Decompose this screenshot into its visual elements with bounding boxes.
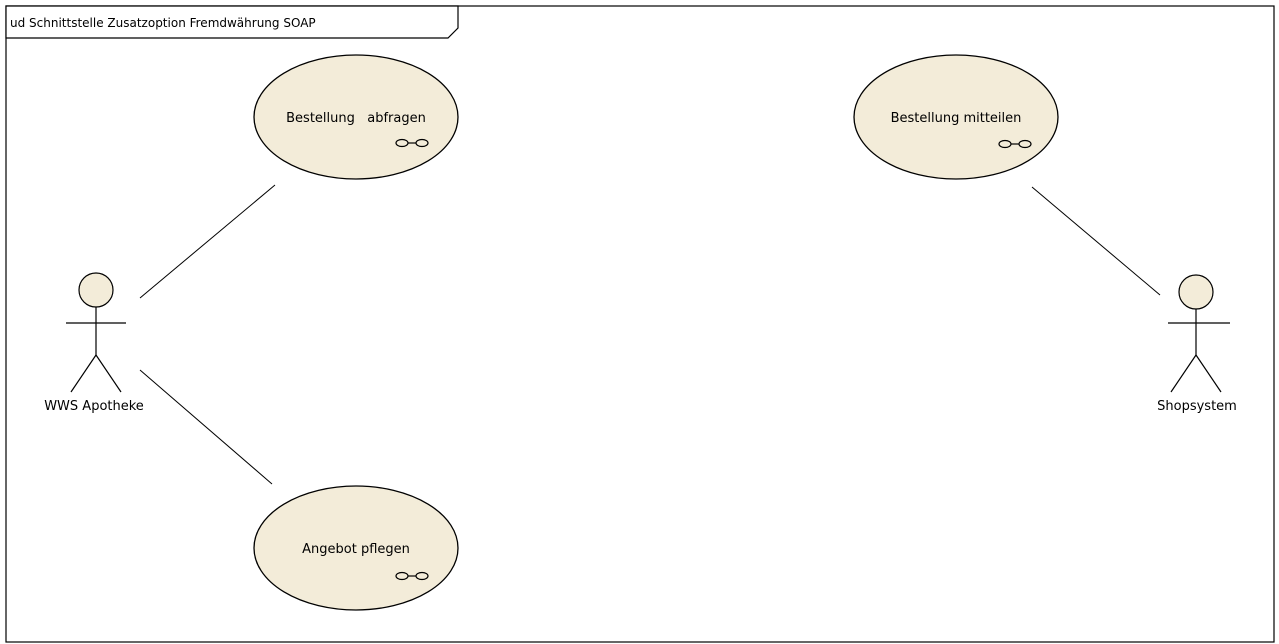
frame-title: ud Schnittstelle Zusatzoption Fremdwähru…: [10, 16, 316, 30]
use-case-bestellung-mitteilen[interactable]: Bestellung mitteilen: [853, 54, 1059, 180]
use-case-bestellung-abfragen[interactable]: Bestellung abfragen: [253, 54, 459, 180]
association-wws-abfragen: [139, 184, 276, 299]
link-icon: [998, 139, 1032, 149]
actor-figure-icon: [66, 272, 126, 393]
use-case-angebot-pflegen[interactable]: Angebot pflegen: [253, 485, 459, 611]
frame-title-tab: [5, 5, 459, 39]
link-icon: [395, 138, 429, 148]
actor-wws-apotheke[interactable]: WWS Apotheke: [44, 272, 144, 414]
actor-shopsystem[interactable]: Shopsystem: [1157, 274, 1237, 414]
use-case-label: Bestellung mitteilen: [891, 111, 1022, 126]
actor-label: Shopsystem: [1157, 399, 1237, 414]
association-shop-mitteilen: [1031, 186, 1161, 296]
use-case-label: Bestellung abfragen: [286, 111, 426, 126]
association-wws-angebot: [139, 369, 273, 485]
actor-figure-icon: [1168, 274, 1230, 393]
actor-label: WWS Apotheke: [44, 399, 144, 414]
use-case-label: Angebot pflegen: [302, 542, 410, 557]
diagram-frame: [5, 5, 1275, 643]
link-icon: [395, 571, 429, 581]
